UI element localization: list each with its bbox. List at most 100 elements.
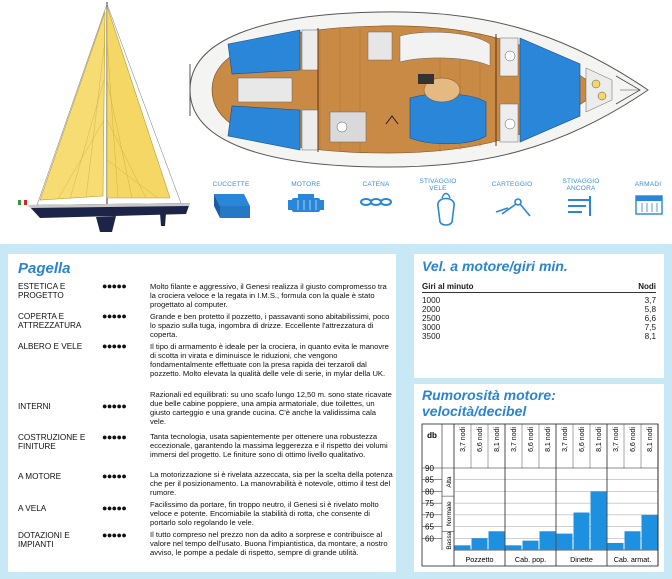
legend-label-armadi: ARMADI <box>634 181 662 188</box>
speed-label: 3,7 nodi <box>562 427 569 452</box>
speed-table-title: Vel. a motore/giri min. <box>422 258 568 274</box>
bar <box>505 545 522 550</box>
rating-label: DOTAZIONI E IMPIANTI <box>18 531 70 550</box>
rating-dots: ●●●●● <box>102 471 127 481</box>
rating-row: ESTETICA E PROGETTO ●●●●● Molto filante … <box>18 282 390 310</box>
speed-label: 8,1 nodi <box>647 427 654 452</box>
mainsail-icon <box>106 5 171 199</box>
speed-table-header: Giri al minuto Nodi <box>422 282 656 293</box>
rating-text: Il tutto compreso nel prezzo non da adit… <box>150 530 388 558</box>
rating-text: Tanta tecnologia, usata sapientemente pe… <box>150 432 388 460</box>
rpm-cell: 2500 <box>422 314 441 323</box>
speed-label: 3,7 nodi <box>511 427 518 452</box>
speed-label: 3,7 nodi <box>460 427 467 452</box>
rating-dots: ●●●●● <box>102 311 127 321</box>
speed-table-panel: Vel. a motore/giri min. Giri al minuto N… <box>414 254 664 378</box>
rpm-cell: 3500 <box>422 332 441 341</box>
legend-label-stivaggio-vele: STIVAGGIO VELE <box>419 178 457 192</box>
legend-icons <box>214 192 663 226</box>
tick-label: 65 <box>425 523 434 532</box>
legend-label-motore: MOTORE <box>291 181 321 188</box>
rating-row: DOTAZIONI E IMPIANTI ●●●●● Il tutto comp… <box>18 530 390 568</box>
speed-label: 6,6 nodi <box>579 427 586 452</box>
rating-row: A MOTORE ●●●●● La motorizzazione si è ri… <box>18 470 393 498</box>
rating-text: Il tipo di armamento è ideale per la cro… <box>150 342 389 379</box>
legend-label-carteggio: CARTEGGIO <box>491 181 533 188</box>
bar <box>471 538 488 550</box>
rating-text: Facilissimo da portare, fin troppo neutr… <box>150 500 379 528</box>
pagella-panel: Pagella ESTETICA E PROGETTO ●●●●● Molto … <box>8 254 396 572</box>
noise-chart-panel: Rumorosità motore:velocità/decibel db 60 65… <box>414 384 664 572</box>
rating-text: La motorizzazione si è rivelata azzeccat… <box>150 470 393 498</box>
rating-dots: ●●●●● <box>102 281 127 291</box>
rating-label: COPERTA E ATTREZZATURA <box>18 312 82 331</box>
compass-divider-icon <box>495 198 531 217</box>
rating-label: ALBERO E VELE <box>18 342 83 351</box>
zone-label: Normale <box>446 501 453 526</box>
pagella-title: Pagella <box>18 260 71 277</box>
aft-bunk-port <box>227 29 301 75</box>
bar <box>590 491 607 550</box>
rating-row: ALBERO E VELE ●●●●● Il tipo di armamento… <box>18 342 390 388</box>
speed-label: 6,6 nodi <box>477 427 484 452</box>
knots-cell: 5,8 <box>644 305 656 314</box>
zone-label: Alta <box>446 476 453 488</box>
rating-dots: ●●●●● <box>102 432 127 442</box>
rating-row: COPERTA E ATTREZZATURA ●●●●● Grande e be… <box>18 312 390 340</box>
sail-plan-drawing <box>18 2 190 232</box>
rating-label: COSTRUZIONE E FINITURE <box>18 433 86 452</box>
rating-dots: ●●●●● <box>102 341 127 351</box>
rpm-cell: 3000 <box>422 323 441 332</box>
group-label: Cab. pop. <box>515 555 546 564</box>
rating-label: A MOTORE <box>18 472 62 481</box>
speed-label: 8,1 nodi <box>494 427 501 452</box>
chain-icon <box>360 198 392 206</box>
legend-label-catena: CATENA <box>362 181 390 188</box>
chart-title-line-2: velocità/decibel <box>422 403 527 419</box>
tick-label: 60 <box>425 534 434 543</box>
anchor-icon <box>568 196 591 216</box>
rating-text: Molto filante e aggressivo, il Genesi re… <box>150 282 387 310</box>
bunk-icon <box>214 194 250 206</box>
bar <box>624 531 641 550</box>
boat-illustration-area: CUCCETTE MOTORE CATENA STIVAGGIO VELE CA… <box>0 0 672 244</box>
legend-label-cuccette: CUCCETTE <box>212 181 250 188</box>
knots-cell: 7,5 <box>644 323 656 332</box>
bar <box>488 531 505 550</box>
rating-row: INTERNI ●●●●● Razionali ed equilibrati: … <box>18 390 392 428</box>
rpm-cell: 2000 <box>422 305 441 314</box>
engine-icon <box>288 194 324 212</box>
chart-title-line-1: Rumorosità motore: <box>422 387 556 403</box>
speed-label: 8,1 nodi <box>596 427 603 452</box>
bar <box>556 533 573 550</box>
forward-bunk <box>519 37 581 143</box>
rating-row: A VELA ●●●●● Facilissimo da portare, fin… <box>18 500 390 528</box>
table-row: 1000 3,7 <box>422 296 656 305</box>
noise-chart: Rumorosità motore:velocità/decibel db 60 65… <box>421 387 659 567</box>
bar <box>641 514 658 550</box>
legend-label-stivaggio-ancora: STIVAGGIO ANCORA <box>562 178 600 192</box>
sail-bag-icon <box>437 192 455 226</box>
rating-dots: ●●●●● <box>102 401 127 411</box>
tick-label: 70 <box>425 511 434 520</box>
rating-dots: ●●●●● <box>102 530 127 540</box>
col-knots: Nodi <box>638 282 656 291</box>
knots-cell: 3,7 <box>644 296 656 305</box>
aft-bunk-starboard <box>227 105 301 151</box>
tick-label: 90 <box>425 464 434 473</box>
rating-dots: ●●●●● <box>102 503 127 513</box>
bar <box>539 531 556 550</box>
table-row: 3000 7,5 <box>422 323 656 332</box>
y-axis-label: db <box>427 431 437 440</box>
rating-label: INTERNI <box>18 402 51 411</box>
table-row: 3500 8,1 <box>422 332 656 341</box>
bar <box>522 540 539 550</box>
rating-text: Razionali ed equilibrati: su uno scafo l… <box>150 390 392 427</box>
knots-cell: 6,6 <box>644 314 656 323</box>
rating-text: Grande e ben protetto il pozzetto, i pas… <box>150 312 390 340</box>
rpm-cell: 1000 <box>422 296 441 305</box>
table-row: 2500 6,6 <box>422 314 656 323</box>
tick-label: 75 <box>425 499 434 508</box>
rating-row: COSTRUZIONE E FINITURE ●●●●● Tanta tecno… <box>18 432 390 468</box>
bar <box>573 512 590 550</box>
